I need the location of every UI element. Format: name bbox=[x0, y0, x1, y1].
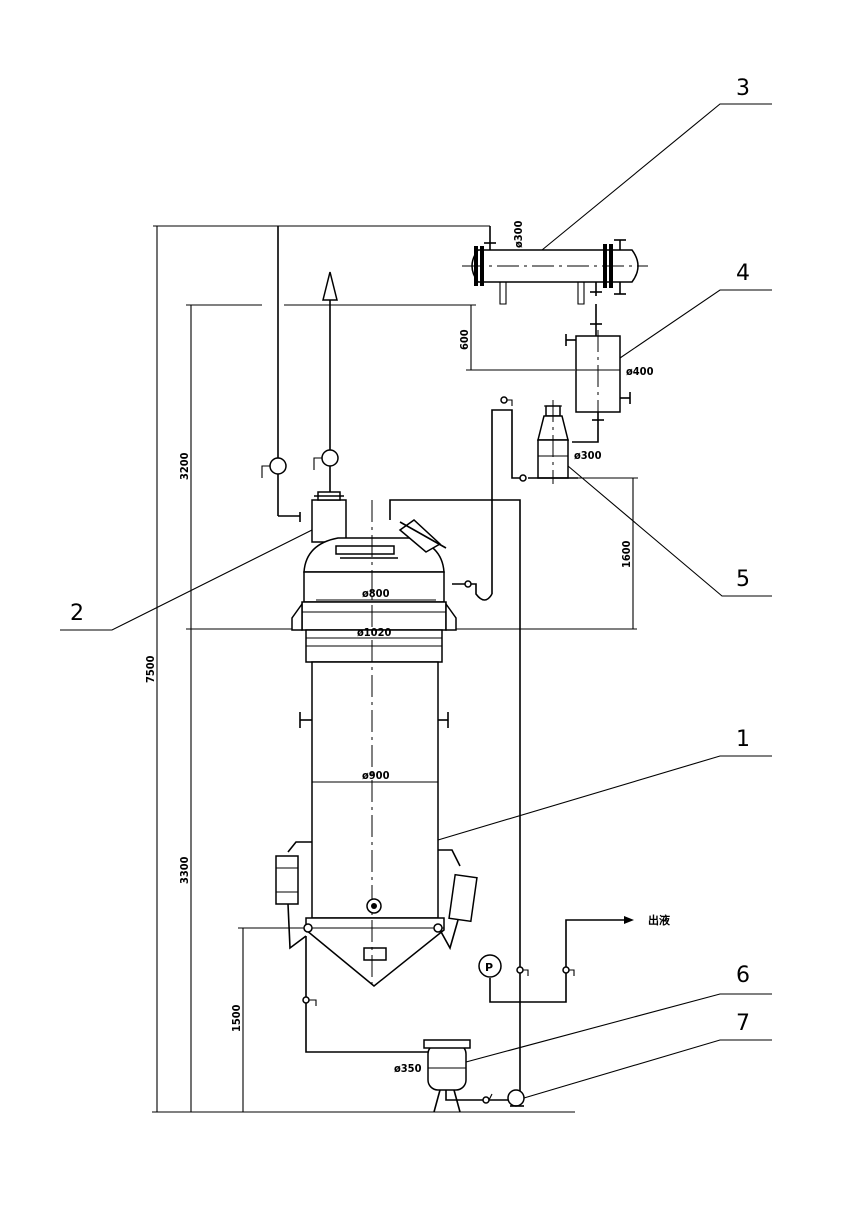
return-line bbox=[389, 499, 521, 1092]
dimension-lines bbox=[152, 225, 638, 1113]
vent-arrow-icon bbox=[322, 271, 338, 301]
bottom-piping bbox=[302, 936, 428, 1053]
callout-6: 6 bbox=[736, 963, 750, 988]
pressure-gauge-icon bbox=[478, 954, 502, 978]
outlet-label: 出液 bbox=[648, 913, 671, 927]
separator: ø400 bbox=[565, 304, 654, 443]
vapor-piping bbox=[261, 226, 491, 517]
dia-separator: ø400 bbox=[626, 365, 654, 378]
dia-filter: ø350 bbox=[394, 1062, 422, 1075]
callout-5: 5 bbox=[736, 567, 750, 592]
dim-600: 600 bbox=[458, 329, 471, 350]
callout-3: 3 bbox=[736, 76, 750, 101]
pump-symbol: P bbox=[485, 961, 493, 974]
dimension-texts: 7500 3200 3300 1500 600 1600 bbox=[144, 329, 633, 1032]
dim-1500: 1500 bbox=[230, 1004, 243, 1032]
dia-receiver: ø300 bbox=[574, 449, 602, 462]
filter: ø350 bbox=[394, 1039, 508, 1113]
callout-2: 2 bbox=[70, 601, 84, 626]
dia-condenser: ø300 bbox=[512, 220, 525, 248]
dia-shell: ø900 bbox=[362, 769, 390, 782]
callouts: 3 4 5 2 1 6 7 bbox=[60, 76, 772, 1099]
condenser: ø300 bbox=[462, 220, 648, 305]
callout-1: 1 bbox=[736, 727, 750, 752]
outlet-piping: P 出液 bbox=[478, 913, 671, 1003]
dim-7500: 7500 bbox=[144, 655, 157, 683]
main-vessel: ø800 ø1020 ø900 bbox=[275, 491, 478, 990]
valve-icon-vent bbox=[321, 449, 339, 467]
pump bbox=[507, 1089, 525, 1107]
dim-3300: 3300 bbox=[178, 856, 191, 884]
dia-jacket: ø1020 bbox=[357, 626, 391, 639]
receiver: ø300 bbox=[452, 396, 602, 601]
callout-4: 4 bbox=[736, 261, 750, 286]
dia-head: ø800 bbox=[362, 587, 390, 600]
valve-icon-left bbox=[269, 457, 287, 475]
callout-7: 7 bbox=[736, 1011, 750, 1036]
dim-3200: 3200 bbox=[178, 452, 191, 480]
dim-1600: 1600 bbox=[620, 540, 633, 568]
